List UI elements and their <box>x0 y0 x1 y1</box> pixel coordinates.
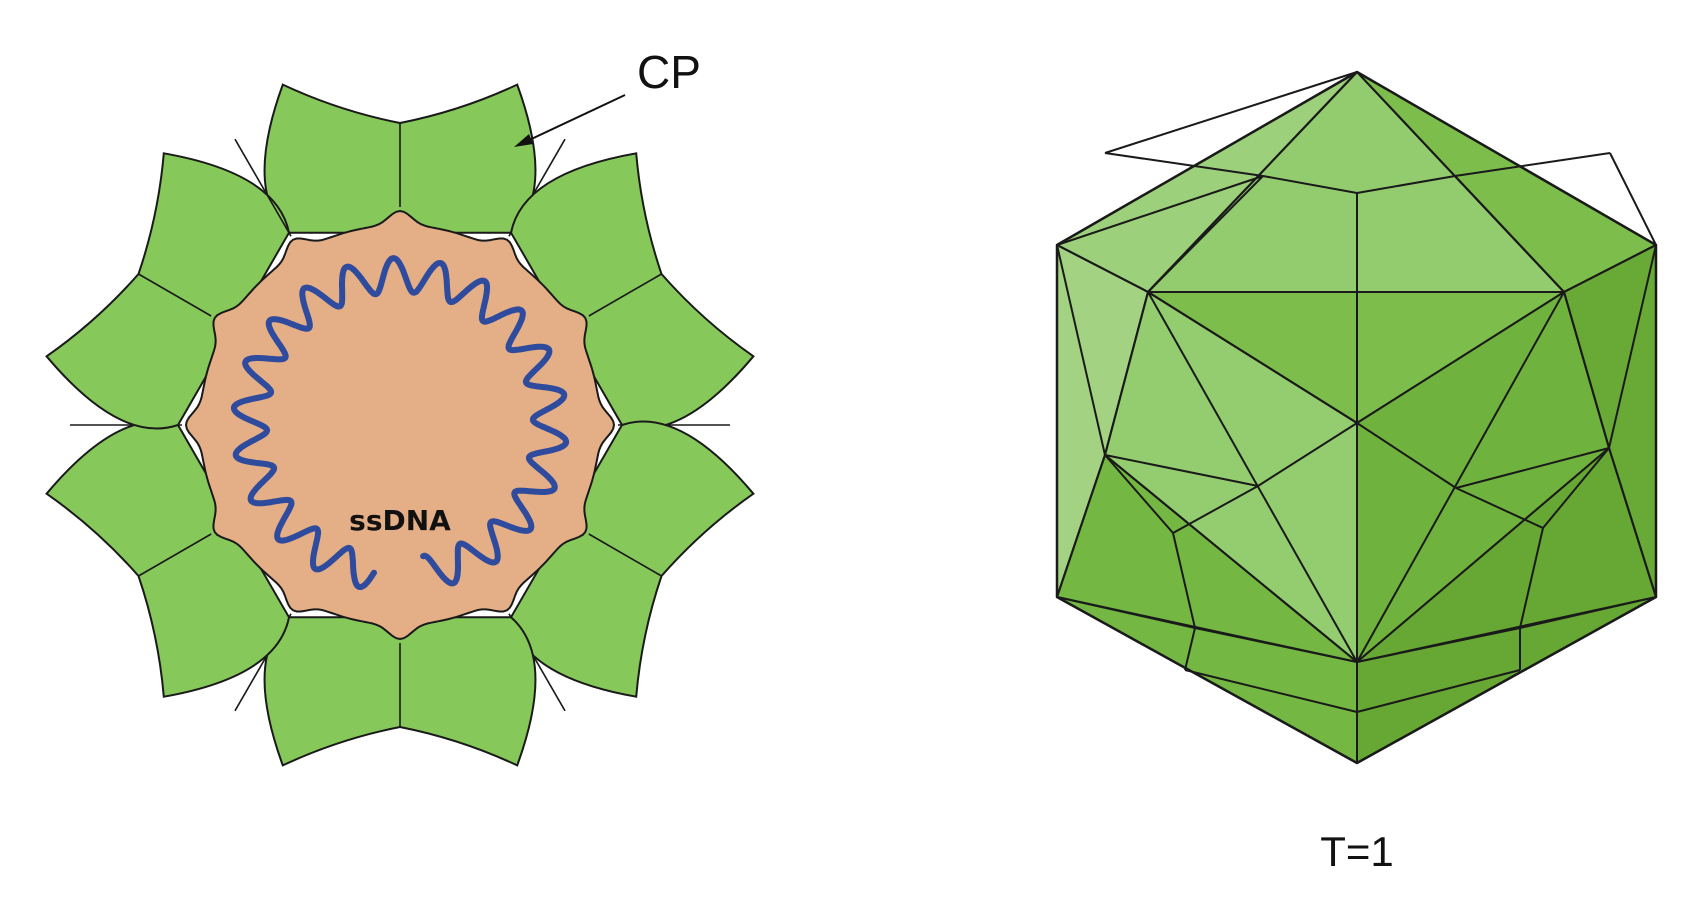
icosahedron-subdivision <box>1172 485 1259 534</box>
icosahedron-subdivision <box>1608 244 1657 449</box>
capsid-subunit-divider <box>588 533 662 577</box>
icosahedron-subdivision <box>1056 175 1264 246</box>
icosahedron-edge <box>1104 291 1149 456</box>
capsid-subunit-divider <box>138 273 212 317</box>
ssdna-label: ssDNA <box>349 504 451 537</box>
icosahedron-subdivision <box>1356 175 1456 194</box>
cp-arrow-head <box>514 134 533 147</box>
icosahedron-subdivision <box>1147 175 1264 293</box>
icosahedron-subdivision <box>1104 152 1264 177</box>
triangulation-label: T=1 <box>1320 828 1394 875</box>
icosahedron-subdivision <box>1609 152 1657 246</box>
icosahedron-subdivision <box>1104 454 1174 534</box>
icosahedron-subdivision <box>1542 447 1610 529</box>
icosahedron-subdivision <box>1147 291 1358 424</box>
icosahedron-subdivision <box>1262 175 1358 194</box>
icosahedron-edge <box>1104 454 1358 663</box>
icosahedron-edge <box>1563 291 1610 449</box>
icosahedron-subdivision <box>1104 454 1259 487</box>
icosahedron-subdivision <box>1104 71 1358 154</box>
icosahedron-edge <box>1147 71 1358 293</box>
cp-annotation: CP <box>514 46 701 147</box>
icosahedron-capsid <box>1055 70 1658 765</box>
icosahedron-subdivision <box>1172 532 1196 629</box>
icosahedron-subdivision <box>1356 627 1521 663</box>
icosahedron-subdivision <box>1455 487 1544 529</box>
icosahedron-subdivision <box>1519 527 1544 629</box>
icosahedron-subdivision <box>1519 596 1657 629</box>
capsid-interior <box>184 209 616 641</box>
icosahedron-edge <box>1608 447 1657 598</box>
icosahedron-subdivision <box>1056 596 1196 629</box>
icosahedron-subdivision <box>1454 175 1565 293</box>
icosahedron-subdivision <box>1356 422 1457 489</box>
capsid-lobe-divider <box>234 138 292 237</box>
icosahedron-subdivision <box>1184 669 1358 713</box>
icosahedron-edge <box>1563 244 1657 293</box>
cp-arrow-line <box>524 94 626 143</box>
icosahedron-subdivision <box>1454 152 1611 177</box>
icosahedron-edge <box>1056 454 1106 598</box>
icosahedron-subdivision <box>1455 447 1610 489</box>
capsid-protein-ring <box>45 83 755 767</box>
icosahedron-edge <box>1356 291 1565 663</box>
capsid-subunit-divider <box>588 273 662 317</box>
icosahedron-subdivision <box>1194 627 1358 663</box>
icosahedron-subdivision <box>1184 627 1196 671</box>
icosahedron-subdivision <box>1257 422 1358 487</box>
cp-label: CP <box>637 46 701 98</box>
capsid-subunit-divider <box>138 533 212 577</box>
icosahedron-edge <box>1056 244 1149 293</box>
capsid-cross-section: ssDNA <box>45 83 755 767</box>
ssdna-strand <box>230 255 570 591</box>
icosahedron-subdivision <box>1056 244 1106 456</box>
icosahedron-edge <box>1147 291 1358 663</box>
icosahedron-subdivision <box>1356 669 1521 713</box>
